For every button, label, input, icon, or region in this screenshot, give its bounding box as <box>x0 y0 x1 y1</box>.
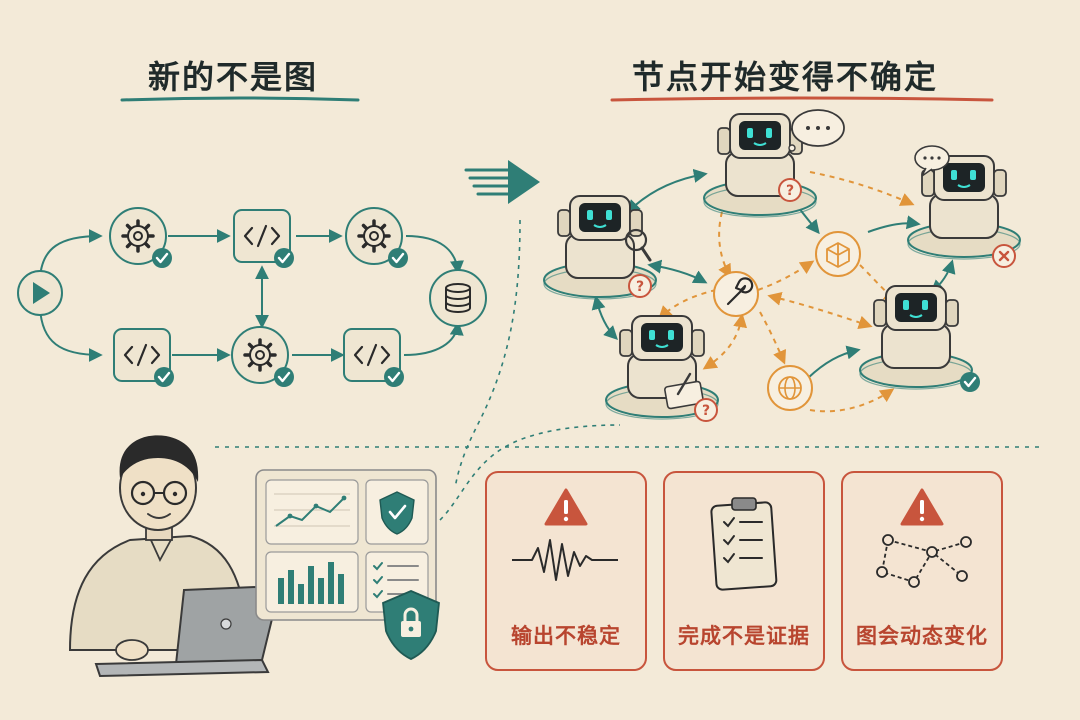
x-badge-icon <box>992 244 1016 268</box>
lock-shield-icon <box>382 590 440 660</box>
robot-agent-thinking <box>907 155 1021 268</box>
dashboard-panel <box>255 469 440 660</box>
left-title: 新的不是图 <box>148 58 319 96</box>
person-illustration <box>68 435 282 678</box>
robot-agent-approve <box>859 285 982 394</box>
robot-agent-writer <box>605 315 719 422</box>
risk-card-dynamic-graph <box>841 471 1003 671</box>
speech-bubble-icon <box>914 145 950 177</box>
left-title-underline <box>120 96 360 102</box>
waveform-icon <box>512 539 618 581</box>
bar-chart-icon <box>278 562 344 604</box>
dynamic-graph-icon <box>876 534 972 588</box>
wrench-tool-node <box>713 271 759 317</box>
card-label-unstable-output: 输出不稳定 <box>511 624 621 648</box>
transition-arrow-icon <box>464 160 540 204</box>
magnifier-icon <box>624 228 652 262</box>
gear-node-1 <box>109 207 174 270</box>
agent-graph <box>543 109 1021 422</box>
robot-agent-search <box>543 195 657 300</box>
code-node-1 <box>233 209 296 270</box>
card-label-dynamic-graph: 图会动态变化 <box>856 624 988 648</box>
line-chart-icon <box>274 493 350 527</box>
globe-tool-node <box>767 365 813 411</box>
notepad-icon <box>664 372 704 410</box>
cube-tool-node <box>815 231 861 277</box>
code-node-3 <box>343 328 406 389</box>
risk-card-unstable-output <box>485 471 647 671</box>
start-node <box>17 270 63 316</box>
database-node <box>429 269 487 327</box>
workflow-diagram <box>17 207 487 389</box>
card-label-completion-not-evidence: 完成不是证据 <box>678 624 810 648</box>
dashed-connector-2 <box>439 424 621 521</box>
shield-check-icon <box>379 491 415 535</box>
thought-bubble-icon <box>788 109 845 152</box>
laptop-icon <box>94 584 282 678</box>
dashed-connector-1 <box>454 219 521 489</box>
gear-node-3 <box>231 326 296 389</box>
right-title: 节点开始变得不确定 <box>632 58 939 96</box>
gear-node-2 <box>345 207 410 270</box>
code-node-2 <box>113 328 176 389</box>
clipboard-checklist-icon <box>710 497 778 591</box>
risk-card-completion-not-evidence <box>663 471 825 671</box>
right-title-underline <box>610 96 994 102</box>
